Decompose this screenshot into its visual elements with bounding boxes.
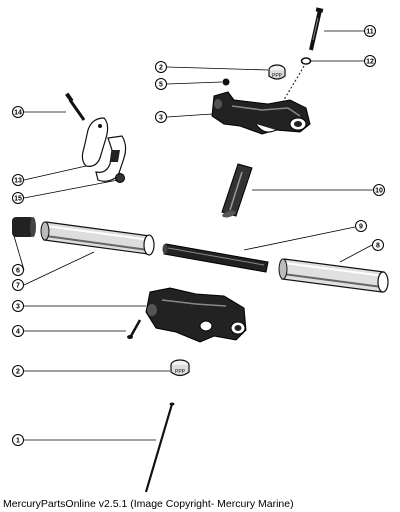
part-clip-13 [81,117,127,182]
callout-12: 12 [364,55,376,67]
callout-5: 5 [155,78,167,90]
callout-8-label: 8 [376,243,380,250]
assembly-dashed-line-top [282,65,305,103]
part-rod-9 [162,243,269,273]
part-bushing-2-bottom: PPP [170,359,190,377]
part-bolt-11 [309,7,324,51]
callout-3-bottom: 3 [12,300,24,312]
callout-10: 10 [373,184,385,196]
callout-11-label: 11 [366,29,374,36]
part-tube-10 [221,163,253,218]
leader-lines [13,30,373,441]
part-bushing-2-top: PPP [268,64,286,80]
copyright-footer: MercuryPartsOnline v2.5.1 (Image Copyrig… [3,498,294,510]
callout-7-label: 7 [16,283,20,290]
part-tube-8 [278,258,389,293]
part-end-cap-6 [12,217,36,237]
callout-14: 14 [12,106,24,118]
callout-8: 8 [372,239,384,251]
part-bracket-3-bottom [145,287,247,343]
callout-3-top-label: 3 [159,115,163,122]
part-screw-4 [127,319,142,339]
part-tube-7 [40,221,155,256]
svg-text:PPP: PPP [175,369,186,375]
callout-9: 9 [355,220,367,232]
callout-6: 6 [12,264,24,276]
part-nut-5 [222,78,230,86]
callout-13: 13 [12,174,24,186]
callout-3-top: 3 [155,111,167,123]
part-long-rod-1 [144,402,175,493]
callout-13-label: 13 [14,178,22,185]
part-bracket-3-top [211,91,311,135]
callout-7: 7 [12,279,24,291]
callout-4-label: 4 [16,329,20,336]
callout-9-label: 9 [359,224,363,231]
callout-1-label: 1 [16,438,20,445]
callout-15-label: 15 [14,196,22,203]
callout-5-label: 5 [159,82,163,89]
callout-2-bottom: 2 [12,365,24,377]
callout-3-bottom-label: 3 [16,304,20,311]
callout-1: 1 [12,434,24,446]
svg-text:PPP: PPP [272,73,283,79]
callout-14-label: 14 [14,110,22,117]
callout-4: 4 [12,325,24,337]
callout-15: 15 [12,192,24,204]
callout-2-top-label: 2 [159,65,163,72]
part-washer-12 [300,57,312,65]
callout-6-label: 6 [16,268,20,275]
callout-12-label: 12 [366,59,374,66]
callout-2-bottom-label: 2 [16,369,20,376]
part-pin-14 [65,92,86,121]
callout-11: 11 [364,25,376,37]
part-nut-15 [115,173,125,183]
callout-10-label: 10 [375,188,383,195]
callout-2-top: 2 [155,61,167,73]
